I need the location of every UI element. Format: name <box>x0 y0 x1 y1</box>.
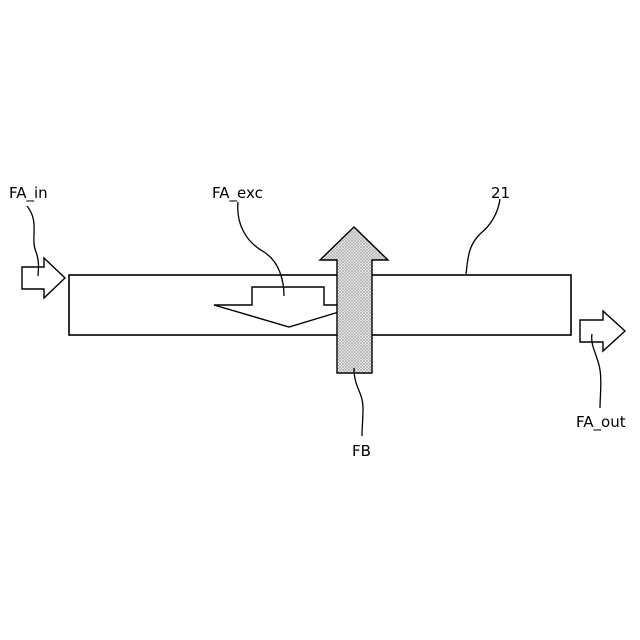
fa-out-arrow <box>580 311 625 351</box>
fb-label: FB <box>352 442 371 460</box>
fa-exc-label: FA_exc <box>212 184 263 203</box>
fa-out-label: FA_out <box>576 413 626 432</box>
fa-in-arrow <box>22 258 65 298</box>
fa-out-leader <box>592 334 601 408</box>
fa-in-leader <box>27 206 39 276</box>
fa-in-label: FA_in <box>9 184 48 203</box>
ref-21-leader <box>466 199 500 274</box>
fb-leader <box>354 368 363 436</box>
ref-21-label: 21 <box>491 184 510 202</box>
